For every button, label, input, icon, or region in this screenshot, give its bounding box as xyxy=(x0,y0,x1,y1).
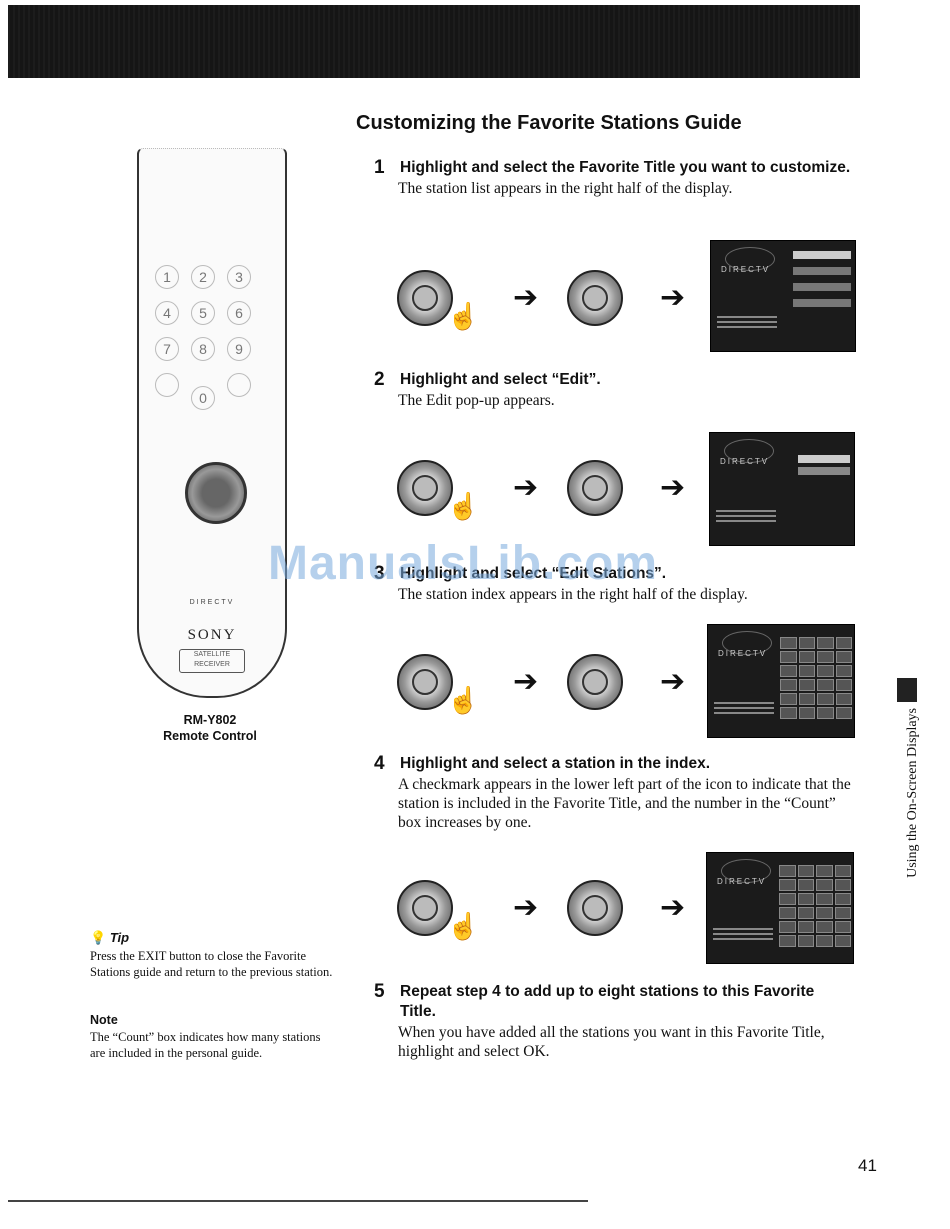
tip-heading: 💡 Tip xyxy=(90,930,129,946)
joystick-icon xyxy=(185,462,247,524)
key-blank xyxy=(155,373,179,397)
arrow-icon: ➔ xyxy=(660,470,686,505)
key-6: 6 xyxy=(227,301,251,325)
joystick-press-icon xyxy=(567,654,623,710)
step-body: The station list appears in the right ha… xyxy=(398,180,733,197)
remote-caption: RM-Y802 Remote Control xyxy=(140,712,280,744)
key-0: 0 xyxy=(191,386,215,410)
step-number: 5 xyxy=(374,981,385,1002)
key-blank xyxy=(227,373,251,397)
section-side-label: Using the On-Screen Displays xyxy=(905,708,920,878)
key-9: 9 xyxy=(227,337,251,361)
badge-line: RECEIVER xyxy=(194,661,230,668)
page-number: 41 xyxy=(858,1156,877,1175)
tv-screen-station-list: DIRECTV xyxy=(710,240,856,352)
satellite-receiver-badge: SATELLITE RECEIVER xyxy=(179,649,245,673)
sony-logo: SONY xyxy=(187,627,237,643)
directv-logo: DIRECTV xyxy=(720,457,770,466)
arrow-icon: ➔ xyxy=(660,280,686,315)
arrow-icon: ➔ xyxy=(513,280,539,315)
joystick-press-icon xyxy=(567,460,623,516)
key-4: 4 xyxy=(155,301,179,325)
page-title: Customizing the Favorite Stations Guide xyxy=(356,112,742,134)
directv-logo: DIRECTV xyxy=(717,877,767,886)
key-1: 1 xyxy=(155,265,179,289)
step-body: The station index appears in the right h… xyxy=(398,586,748,603)
hand-icon: ☝ xyxy=(447,492,480,521)
step-number: 2 xyxy=(374,369,385,390)
key-2: 2 xyxy=(191,265,215,289)
directv-logo: DIRECTV xyxy=(718,649,768,658)
step-body: When you have added all the stations you… xyxy=(398,1024,825,1060)
arrow-icon: ➔ xyxy=(513,664,539,699)
step-4: 4 Highlight and select a station in the … xyxy=(374,754,854,832)
note-text: The “Count” box indicates how many stati… xyxy=(90,1030,321,1060)
note-heading: Note xyxy=(90,1013,118,1027)
step-5: 5 Repeat step 4 to add up to eight stati… xyxy=(374,982,854,1061)
step-number: 4 xyxy=(374,753,385,774)
step-title: Highlight and select a station in the in… xyxy=(400,755,711,772)
step-title: Repeat step 4 to add up to eight station… xyxy=(400,983,815,1020)
step-3: 3 Highlight and select “Edit Stations”. … xyxy=(374,564,854,604)
key-7: 7 xyxy=(155,337,179,361)
step-body: The Edit pop-up appears. xyxy=(398,392,555,409)
arrow-icon: ➔ xyxy=(660,890,686,925)
watermark: ManualsLib.com xyxy=(268,537,659,590)
tip-heading-text: Tip xyxy=(109,930,130,945)
step-1: 1 Highlight and select the Favorite Titl… xyxy=(374,158,854,198)
arrow-icon: ➔ xyxy=(513,470,539,505)
tip-text: Press the EXIT button to close the Favor… xyxy=(90,949,333,979)
joystick-icon xyxy=(397,270,453,326)
step-3-illustration: ☝ ➔ ➔ DIRECTV xyxy=(395,622,860,738)
header-band xyxy=(8,5,860,78)
bottom-rule xyxy=(8,1200,588,1202)
tv-screen-station-selected: DIRECTV xyxy=(706,852,854,964)
key-3: 3 xyxy=(227,265,251,289)
step-number: 1 xyxy=(374,157,385,178)
lightbulb-icon: 💡 xyxy=(90,930,107,945)
step-body: A checkmark appears in the lower left pa… xyxy=(398,776,851,831)
joystick-press-icon xyxy=(567,270,623,326)
key-8: 8 xyxy=(191,337,215,361)
joystick-icon xyxy=(397,654,453,710)
hand-icon: ☝ xyxy=(447,302,480,331)
step-2: 2 Highlight and select “Edit”. The Edit … xyxy=(374,370,854,410)
arrow-icon: ➔ xyxy=(513,890,539,925)
remote-label: Remote Control xyxy=(163,729,257,743)
tv-screen-edit-popup: DIRECTV xyxy=(709,432,855,546)
remote-model: RM-Y802 xyxy=(183,713,237,727)
hand-icon: ☝ xyxy=(447,912,480,941)
step-1-illustration: ☝ ➔ ➔ DIRECTV xyxy=(395,238,860,354)
directv-logo: DIRECTV xyxy=(189,599,235,606)
section-tab-marker xyxy=(897,678,917,702)
joystick-press-icon xyxy=(567,880,623,936)
step-title: Highlight and select “Edit Stations”. xyxy=(400,565,667,582)
step-title: Highlight and select “Edit”. xyxy=(400,371,601,388)
step-4-illustration: ☝ ➔ ➔ DIRECTV xyxy=(395,850,860,966)
step-title: Highlight and select the Favorite Title … xyxy=(400,159,851,176)
step-number: 3 xyxy=(374,563,385,584)
tv-screen-station-index: DIRECTV xyxy=(707,624,855,738)
key-5: 5 xyxy=(191,301,215,325)
badge-line: SATELLITE xyxy=(193,651,231,658)
directv-logo: DIRECTV xyxy=(721,265,771,274)
arrow-icon: ➔ xyxy=(660,664,686,699)
step-2-illustration: ☝ ➔ ➔ DIRECTV xyxy=(395,430,860,546)
joystick-icon xyxy=(397,880,453,936)
hand-icon: ☝ xyxy=(447,686,480,715)
joystick-icon xyxy=(397,460,453,516)
